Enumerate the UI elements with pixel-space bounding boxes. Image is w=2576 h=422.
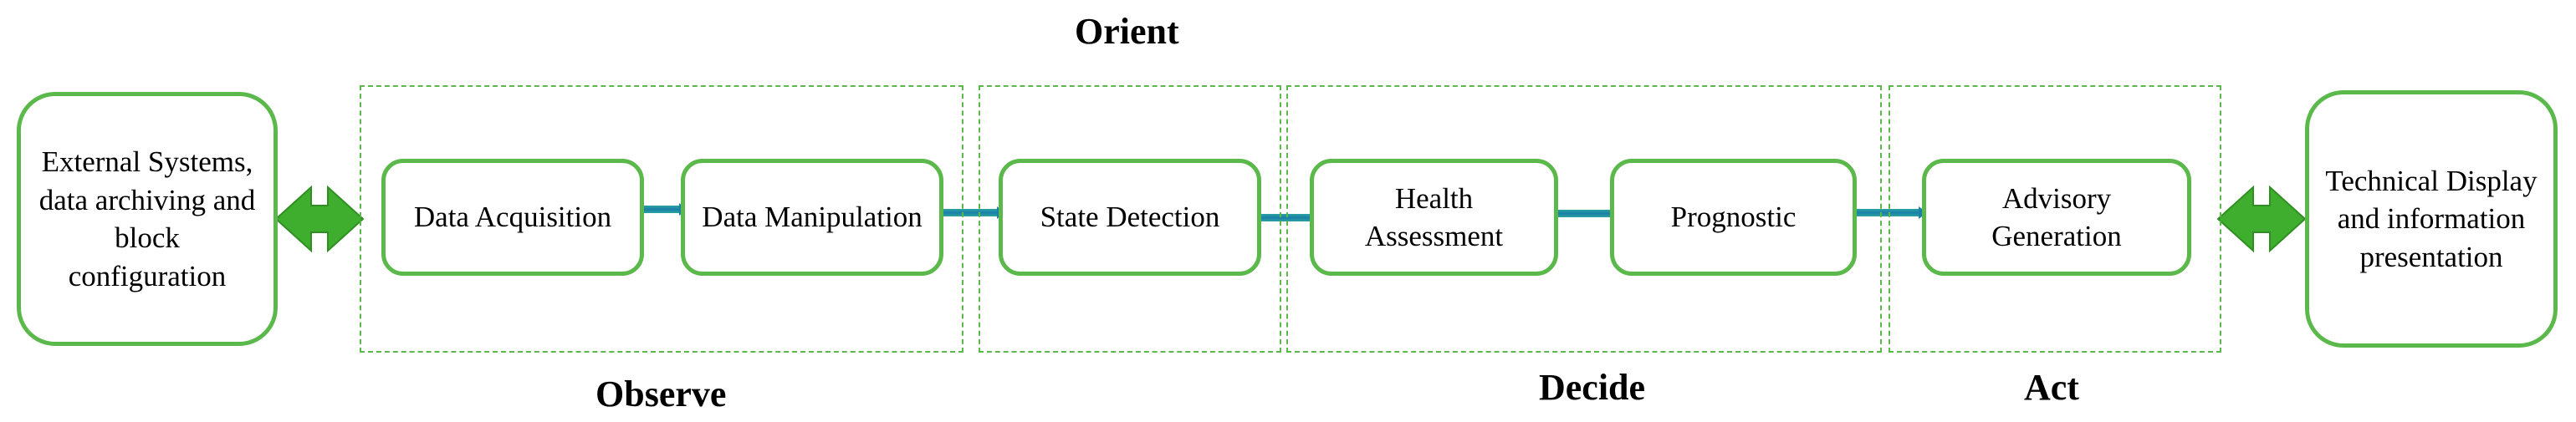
connector-prog-advisory bbox=[1857, 209, 1919, 216]
node-data-acquisition: Data Acquisition bbox=[381, 159, 644, 276]
stage-label-decide: Decide bbox=[1539, 367, 1646, 408]
stage-label-act: Act bbox=[2024, 367, 2079, 408]
connector-acq-manip bbox=[642, 206, 679, 213]
stage-label-observe: Observe bbox=[595, 374, 727, 414]
node-technical-display: Technical Display and information presen… bbox=[2305, 90, 2558, 348]
stage-frame-observe bbox=[360, 85, 963, 353]
stage-frame-act bbox=[1889, 85, 2221, 353]
node-state-detection: State Detection bbox=[999, 159, 1261, 276]
node-prognostic: Prognostic bbox=[1610, 159, 1857, 276]
connector-manip-state bbox=[943, 209, 997, 216]
node-data-manipulation: Data Manipulation bbox=[681, 159, 943, 276]
stage-frame-orient bbox=[979, 85, 1281, 353]
connector-state-health bbox=[1261, 214, 1315, 221]
node-advisory-generation: Advisory Generation bbox=[1922, 159, 2191, 276]
stage-label-orient: Orient bbox=[1075, 11, 1179, 52]
double-arrow-left bbox=[274, 185, 365, 253]
double-arrow-right bbox=[2216, 185, 2307, 253]
stage-frame-decide bbox=[1286, 85, 1882, 353]
node-external-systems: External Systems, data archiving and blo… bbox=[17, 92, 278, 346]
connector-health-prog bbox=[1558, 210, 1610, 217]
node-health-assessment: Health Assessment bbox=[1310, 159, 1558, 276]
